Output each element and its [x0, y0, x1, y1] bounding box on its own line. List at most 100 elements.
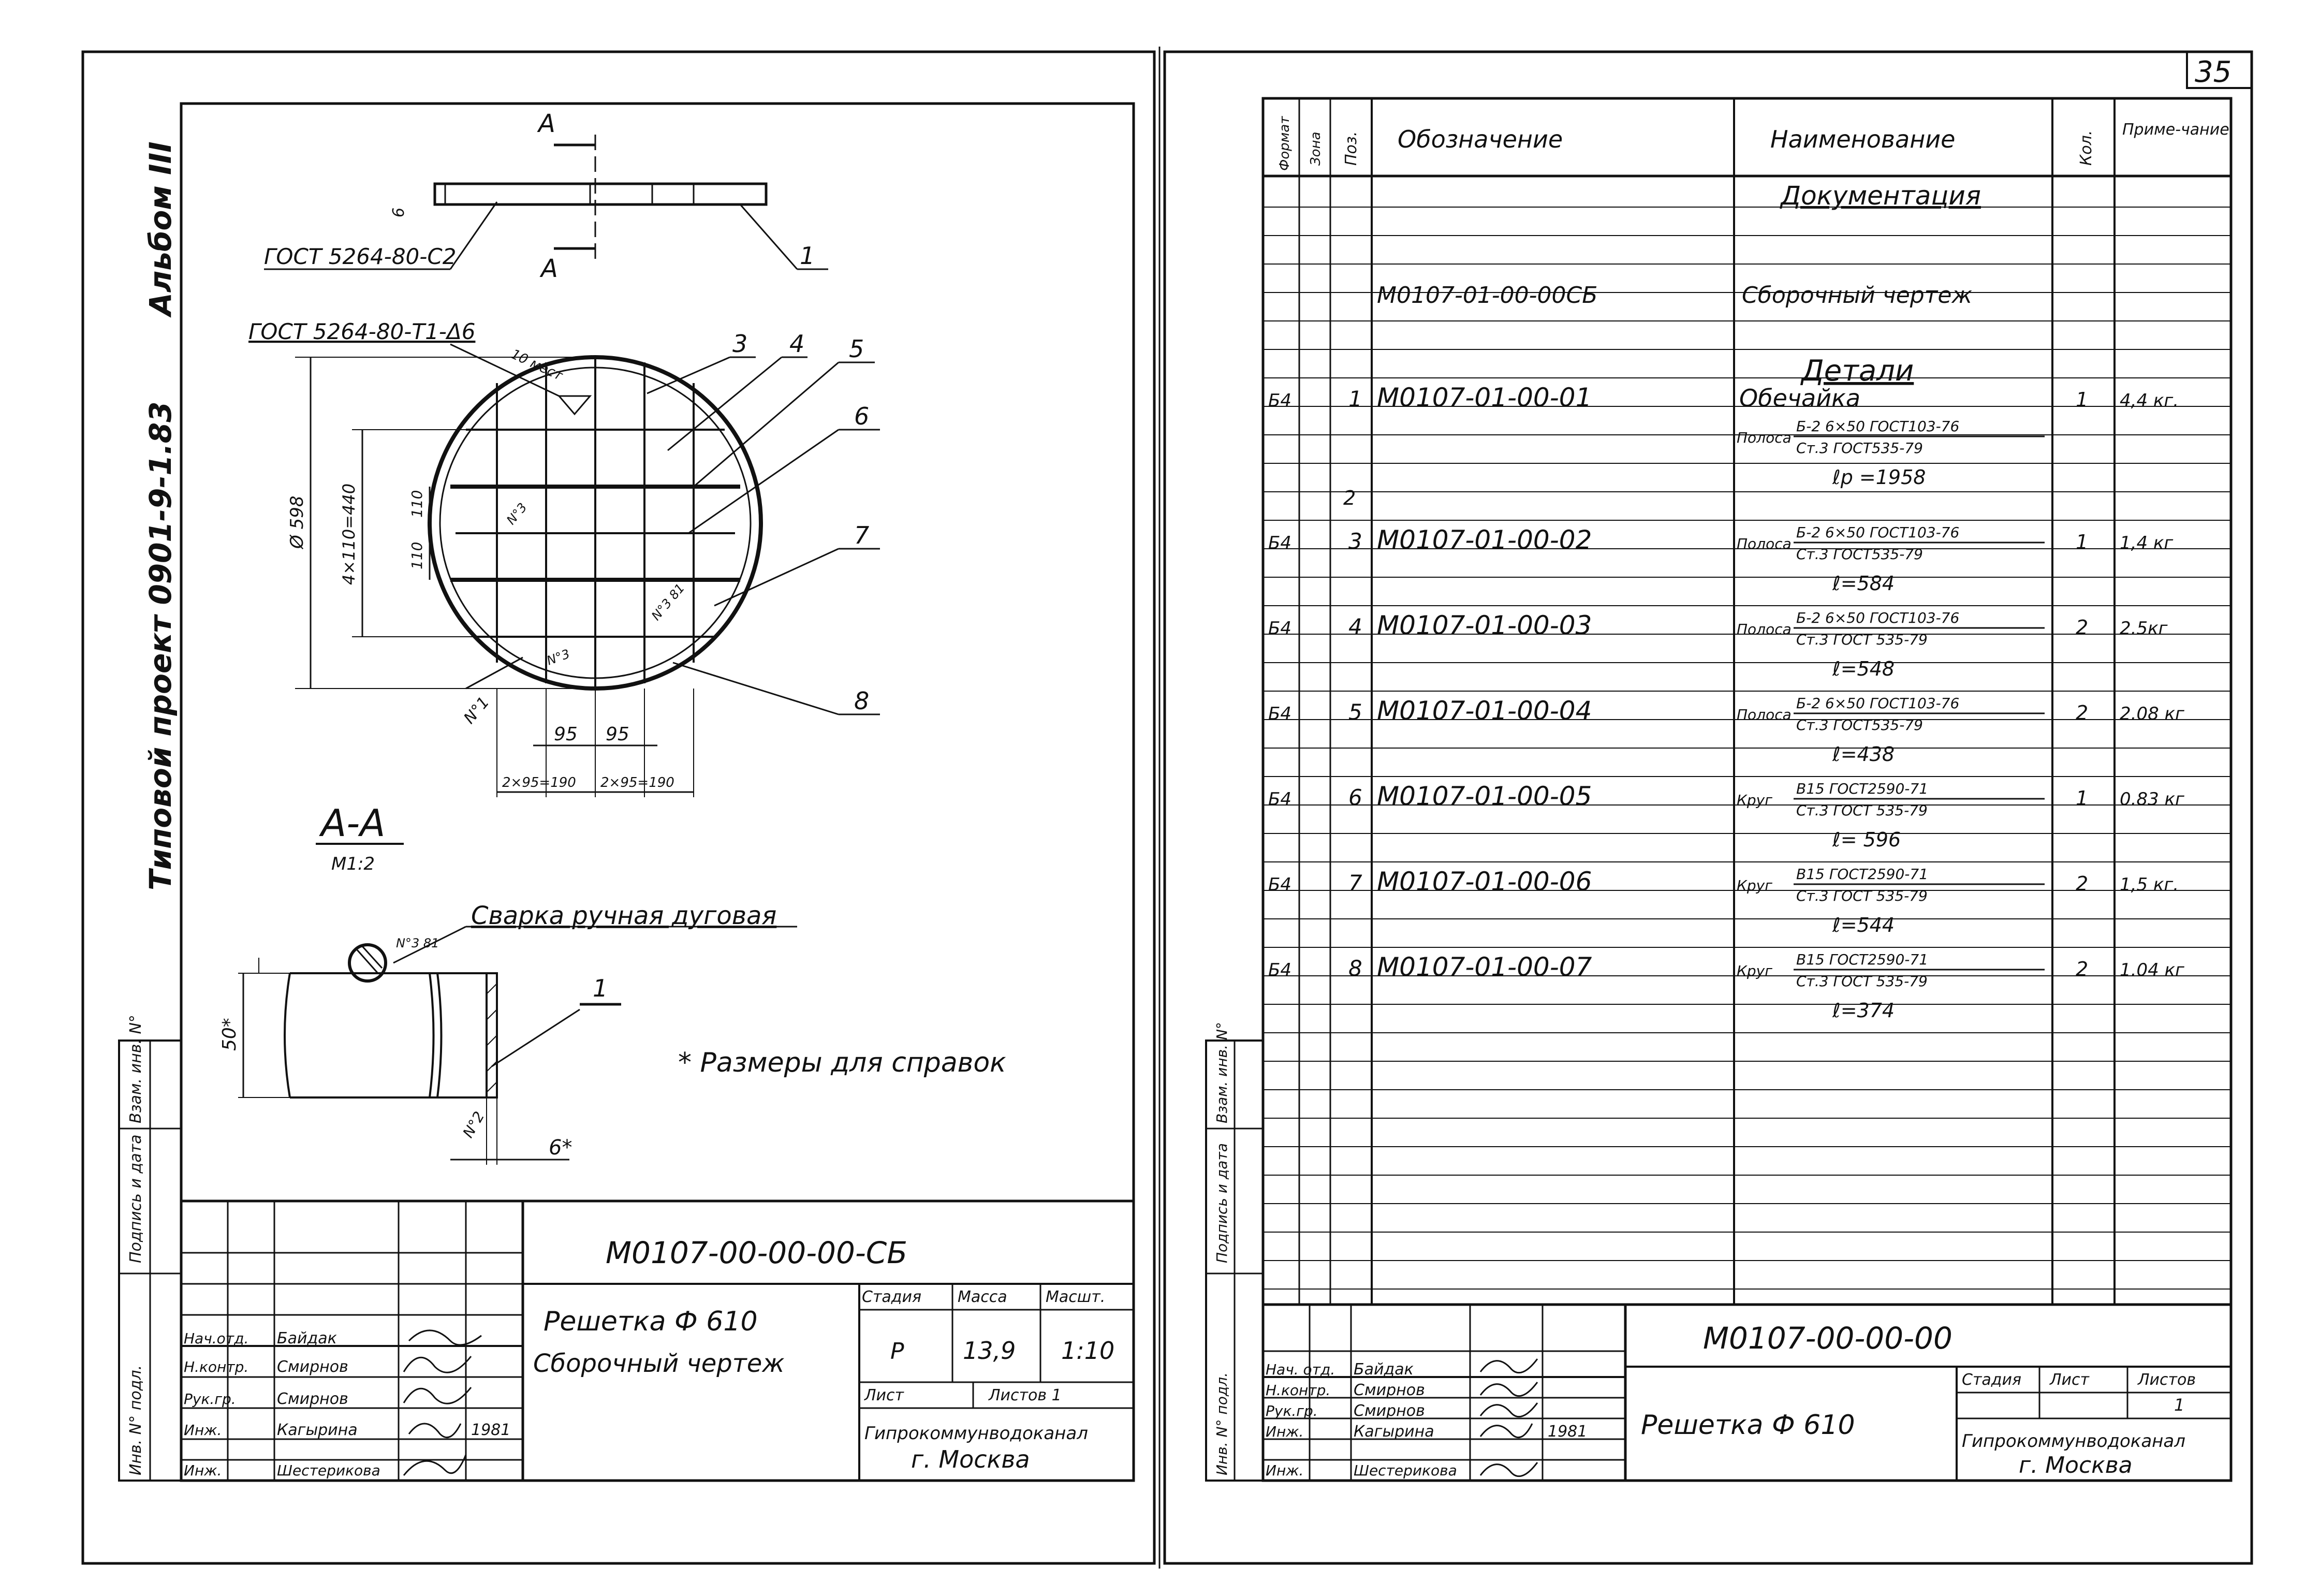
pos-6: 6	[854, 402, 869, 430]
row-format: Б4	[1268, 960, 1291, 980]
row-material-prefix: Полоса	[1737, 429, 1792, 446]
right-title-block: М0107-00-00-00 Решетка Ф 610 Стадия Лист…	[1261, 1303, 2233, 1482]
row-material-bottom: Ст.3 ГОСТ535-79	[1796, 546, 1923, 563]
right-name-1: Смирнов	[1354, 1381, 1425, 1399]
dim-w95a: 95	[554, 724, 578, 745]
dim-n2: N°2	[459, 1108, 488, 1140]
left-hdr-mass: Масса	[958, 1288, 1007, 1306]
left-org-line2: г. Москва	[911, 1445, 1030, 1473]
note-reference-dims: * Размеры для справок	[678, 1047, 1006, 1078]
row-designation: М0107-01-00-03	[1377, 610, 1592, 640]
right-side-replace: Взам. инв. N°	[1213, 1022, 1230, 1123]
row-pos: 5	[1348, 699, 1362, 725]
row-length: ℓ=438	[1832, 743, 1895, 766]
section-mark-bottom: А	[539, 254, 558, 283]
right-sheet-no: 1	[2174, 1395, 2184, 1415]
right-role-4: Инж.	[1266, 1462, 1303, 1479]
right-side-inv: Инв. N° подл.	[1213, 1372, 1230, 1475]
hdr-pos: Поз.	[1342, 131, 1360, 166]
row-name: Обечайка	[1739, 384, 1860, 412]
row-designation: М0107-01-00-04	[1377, 696, 1592, 726]
weld-dim: N°3 81	[396, 936, 439, 950]
right-side-strip: Инв. N° подл. Подпись и дата Взам. инв. …	[1205, 1022, 1264, 1482]
row-format: Б4	[1268, 704, 1291, 724]
left-name-2: Смирнов	[277, 1390, 348, 1408]
row-note: 4,4 кг.	[2120, 390, 2179, 411]
leader-n1: N°1	[460, 693, 493, 727]
row-material-prefix: Полоса	[1737, 535, 1792, 552]
signature-1	[403, 1356, 472, 1373]
dim-d598: Ø 598	[287, 496, 307, 550]
left-role-4: Инж.	[184, 1462, 222, 1479]
dim-n3-bottom: N°3	[545, 647, 571, 668]
row-note: 0.83 кг	[2120, 789, 2185, 810]
row-material-bottom: Ст.3 ГОСТ 535-79	[1796, 802, 1928, 819]
row-material-prefix: Круг	[1737, 877, 1772, 894]
row-pos: 4	[1348, 614, 1362, 639]
hdr-note: Приме-чание	[2122, 121, 2229, 139]
dim-n3-plan: N°3	[504, 500, 530, 528]
right-name-0: Байдак	[1354, 1360, 1414, 1379]
left-role-2: Рук.гр.	[184, 1390, 236, 1408]
page-number-box: 35	[2186, 51, 2253, 89]
album-label: Альбом III	[143, 141, 178, 318]
row-designation: М0107-01-00-05	[1377, 781, 1592, 811]
plan-view: ГОСТ 5264-80-Т1-Δ6 10 мест N°3 N°3 81 N°…	[248, 319, 880, 797]
row-pos: 8	[1348, 956, 1362, 981]
right-signature-0	[1479, 1358, 1538, 1374]
pos-1-section: 1	[593, 974, 608, 1002]
dim-h50: 50*	[219, 1018, 240, 1051]
row-material-top: Б-2 6×50 ГОСТ103-76	[1796, 418, 1959, 435]
right-org-line2: г. Москва	[2019, 1452, 2133, 1478]
pos-3: 3	[732, 330, 747, 358]
left-role-3: Инж.	[184, 1422, 222, 1439]
row-material-bottom: Ст.3 ГОСТ 535-79	[1796, 973, 1928, 990]
row-qty: 1	[2076, 388, 2088, 411]
row-length: ℓ=544	[1832, 914, 1895, 936]
row-length: ℓ= 596	[1832, 828, 1901, 851]
right-signature-2	[1479, 1402, 1538, 1418]
row-note: 1,5 кг.	[2120, 874, 2179, 895]
left-org-line1: Гипрокоммунводоканал	[864, 1423, 1088, 1444]
row-material-bottom: Ст.3 ГОСТ 535-79	[1796, 631, 1928, 648]
leader-gost-weld: ГОСТ 5264-80-Т1-Δ6	[248, 319, 475, 344]
right-name-2: Смирнов	[1354, 1402, 1425, 1420]
weld-type: Сварка ручная дуговая	[471, 901, 776, 930]
row-qty: 2	[2076, 958, 2088, 980]
hdr-qty: Кол.	[2077, 130, 2095, 166]
left-role-1: Н.контр.	[184, 1358, 248, 1375]
row-material-top: В15 ГОСТ2590-71	[1796, 951, 1928, 968]
left-year-3: 1981	[471, 1421, 510, 1439]
left-name-4: Шестерикова	[277, 1462, 380, 1479]
row-format: Б4	[1268, 789, 1291, 810]
row-format: Б4	[1268, 618, 1291, 639]
right-signature-3	[1479, 1423, 1533, 1439]
left-role-0: Нач.отд.	[184, 1330, 248, 1347]
right-signature-1	[1479, 1382, 1538, 1397]
row-note: 2.5кг	[2120, 618, 2168, 639]
right-role-1: Н.контр.	[1266, 1382, 1330, 1399]
row-qty: 2	[2076, 701, 2088, 724]
album-title: Типовой проект 0901-9-1.83	[143, 402, 178, 890]
row-material-prefix: Полоса	[1737, 706, 1792, 723]
left-name-line2: Сборочный чертеж	[533, 1349, 785, 1378]
dim-weld-note: N°3 81	[649, 581, 687, 623]
row-length: ℓр =1958	[1832, 466, 1926, 489]
pos-2: 2	[1343, 487, 1356, 509]
row-material-prefix: Круг	[1737, 792, 1772, 809]
dim-w95b: 95	[606, 724, 629, 745]
left-sheet-border	[81, 50, 1156, 1565]
left-sheets-label: Листов 1	[988, 1386, 1062, 1404]
row-material-top: В15 ГОСТ2590-71	[1796, 866, 1928, 883]
row-length: ℓ=548	[1832, 657, 1895, 680]
left-name-0: Байдак	[277, 1329, 337, 1348]
right-sheet-border	[1163, 50, 2253, 1565]
left-doc-code: М0107-00-00-00-СБ	[606, 1235, 907, 1270]
dim-v110a: 110	[408, 490, 425, 518]
specification-table: Формат Зона Поз. Обозначение Наименовани…	[1261, 97, 2233, 1482]
section-parts: Детали	[1800, 354, 1914, 388]
row-qty: 2	[2076, 872, 2088, 895]
row-qty: 2	[2076, 616, 2088, 639]
